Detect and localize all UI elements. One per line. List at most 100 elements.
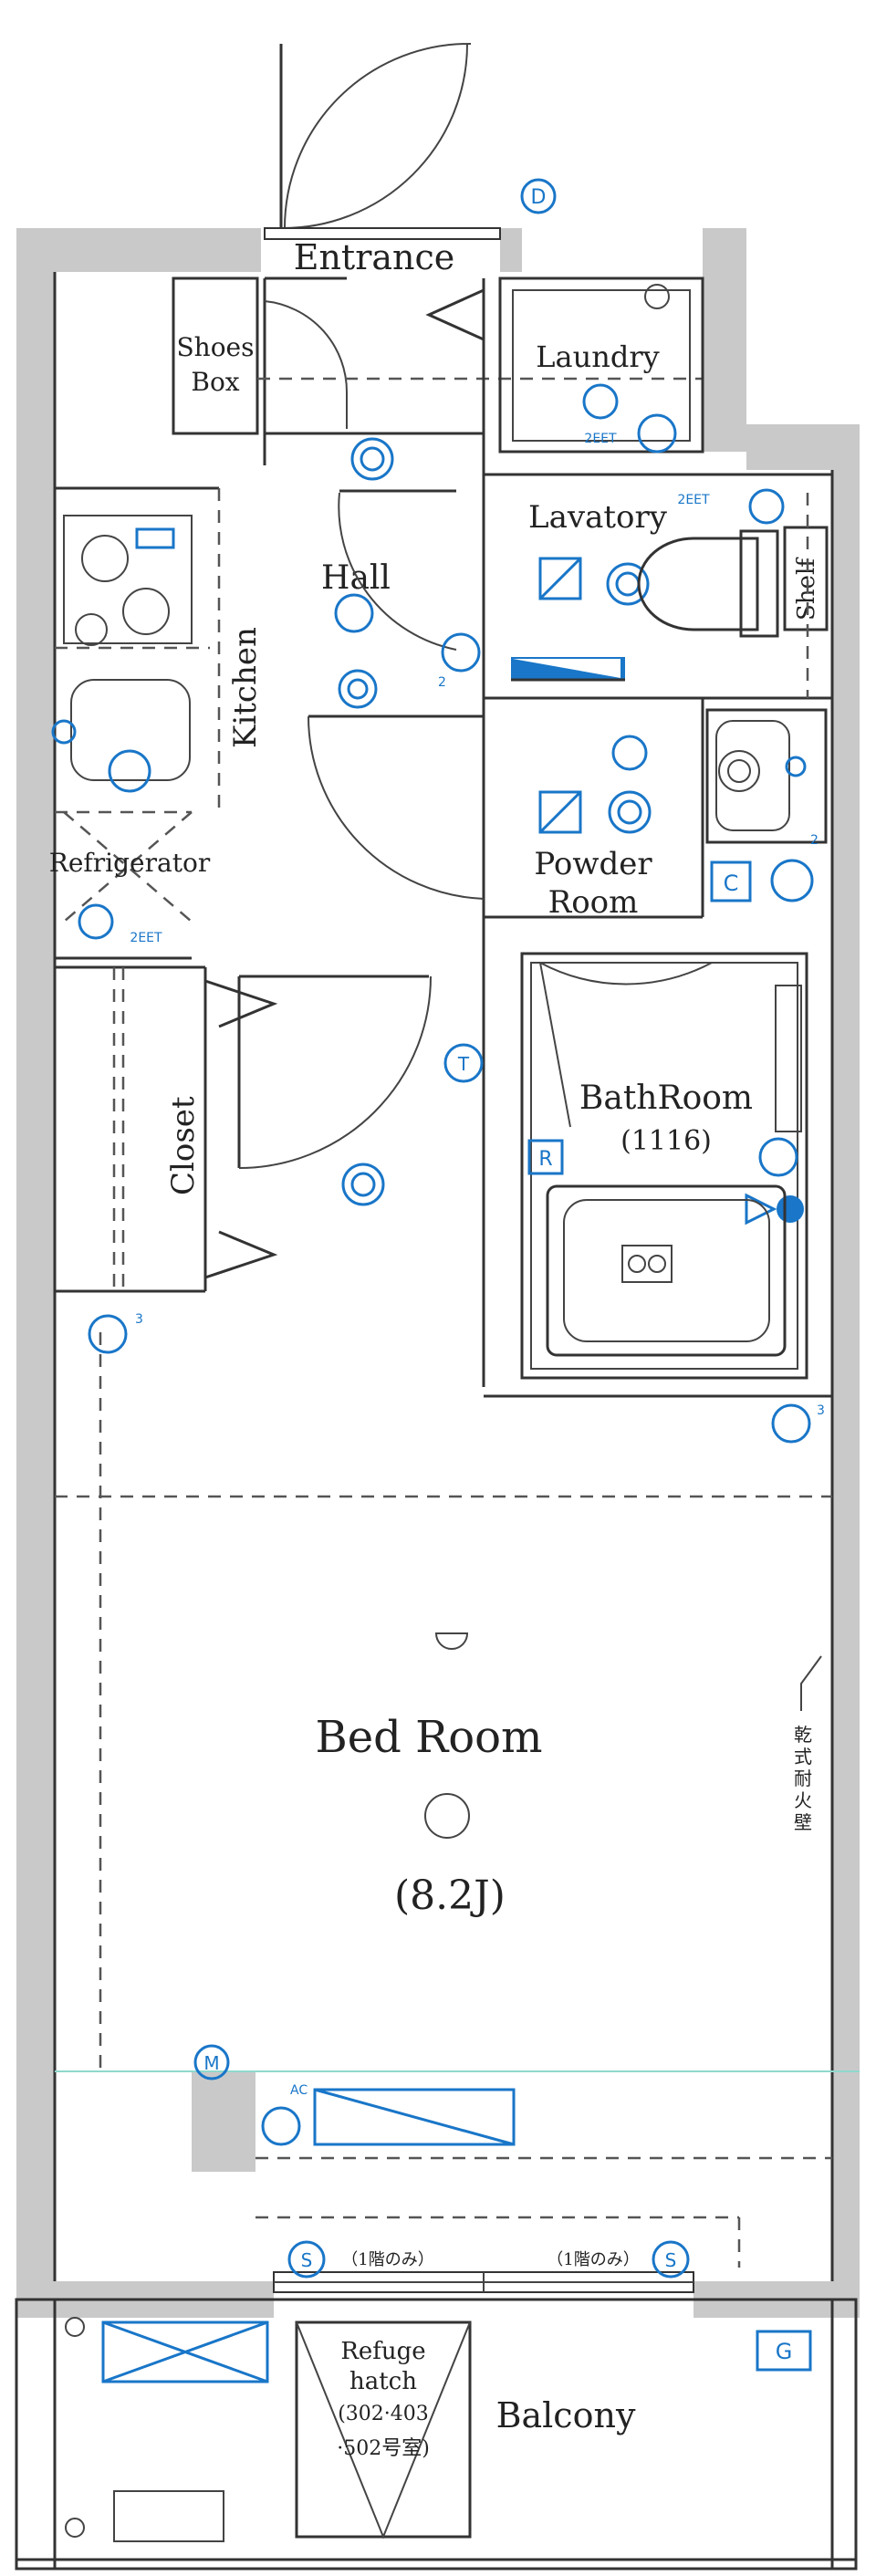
powder-vent-icon (538, 790, 582, 834)
bedroom-hall-light-icon (341, 1163, 385, 1206)
laundry-outlet-2-icon (637, 413, 677, 454)
closet-outlet-icon (88, 1314, 128, 1354)
northeast-wall-upper (703, 228, 746, 452)
shelf (783, 526, 829, 631)
ac-label: AC (290, 2083, 308, 2098)
balcony-outline (15, 2298, 858, 2571)
ac-outdoor-unit (101, 2320, 269, 2383)
toilet-tank-icon (739, 529, 779, 638)
svg-text:火: 火 (794, 1789, 812, 1811)
bath-door-swing (539, 962, 713, 986)
s-marker-left (287, 2240, 326, 2279)
entrance-door[interactable] (264, 42, 501, 240)
balcony-drain-1-icon (65, 2317, 85, 2337)
bathroom-unit-inner (530, 962, 798, 1370)
floor1-only-left: （1階のみ） (341, 2250, 433, 2269)
bath-valve-icon (745, 1193, 777, 1225)
west-wall (16, 228, 55, 2318)
closet-outlet-count: 3 (135, 1312, 143, 1327)
lavatory-eet-label: 2EET (677, 493, 710, 507)
t-marker (443, 1043, 484, 1083)
burner-2-icon (122, 588, 170, 635)
entrance-door-swing (284, 42, 472, 229)
shoes-box-label-1: Shoes (176, 332, 254, 362)
entrance-door-jamb (425, 288, 485, 341)
burner-1-icon (81, 535, 129, 582)
hall-outlet-icon (334, 593, 374, 633)
hall-door-swing (307, 715, 485, 900)
refrigerator-eet-label: 2EET (130, 931, 162, 945)
laundry-faucet-icon (644, 284, 670, 309)
kitchen-light-icon (108, 749, 151, 793)
laundry-pan-inner (512, 289, 691, 442)
bathtub-inner (563, 1199, 770, 1342)
laundry-area: Laundry 2EET (498, 276, 704, 454)
lavatory-vent-icon (538, 557, 582, 600)
fire-wall-leader (800, 1655, 822, 1711)
s-marker-right (652, 2240, 690, 2279)
refrigerator-label: Refrigerator (49, 848, 211, 878)
d-marker-label: D (531, 186, 547, 209)
bathroom-label: BathRoom (579, 1079, 753, 1117)
powder-room-label-1: Powder (534, 846, 652, 882)
refuge-hatch-label-3: (302·403 (338, 2403, 429, 2425)
lavatory-outlet-icon (748, 488, 785, 525)
d-marker: D (520, 178, 557, 214)
r-marker-label: R (538, 1148, 552, 1171)
balcony-storage (113, 2490, 224, 2542)
bath-door-leaf (539, 962, 571, 1128)
entrance-door-swing-arc (280, 43, 468, 230)
vanity (705, 708, 828, 844)
bedroom-door[interactable]: T (237, 975, 484, 1206)
g-marker (756, 2330, 812, 2372)
north-wall-mid (500, 228, 522, 272)
balcony-drain-2-icon (65, 2518, 85, 2538)
m-marker-label: M (203, 2052, 219, 2074)
laundry-outlet-icon (582, 383, 619, 420)
closet-door-upper (204, 979, 278, 1028)
bedroom-area: Bed Room (8.2J) 乾 式 耐 火 壁 M AC (55, 1332, 860, 2268)
hall-area: Hall 2 (307, 489, 485, 900)
entrance-area: Entrance Shoes Box (172, 237, 703, 481)
closet-label: Closet (165, 1096, 202, 1195)
burner-3-icon (75, 613, 108, 646)
svg-text:壁: 壁 (794, 1811, 812, 1833)
closet-door-lower (204, 1230, 278, 1279)
s-marker-left-label: S (301, 2249, 313, 2271)
s-marker-right-label: S (665, 2249, 677, 2271)
bedroom-ceiling-light-icon (434, 1632, 469, 1650)
toilet-bowl-icon (637, 537, 759, 631)
stove (63, 515, 193, 644)
bath-towel-rack (775, 985, 802, 1132)
bath-outlet-icon (758, 1137, 798, 1177)
stove-vent-icon (135, 527, 175, 549)
svg-text:式: 式 (794, 1746, 812, 1768)
powder-room-label-2: Room (548, 884, 639, 921)
powder-outlet-icon (611, 735, 648, 771)
entrance-light-icon (350, 437, 394, 481)
bathroom-wall-outlet-icon (771, 1403, 811, 1444)
bath-drain-icon (621, 1245, 673, 1283)
bathroom-size-label: (1116) (620, 1125, 712, 1157)
powder-outlet-2-icon (770, 859, 814, 902)
powder-room-area: Powder Room C 2 (484, 698, 828, 921)
shoes-box (172, 276, 259, 435)
balcony-area: Refuge hatch (302·403 ·502号室) Balcony G (15, 2298, 858, 2571)
lavatory-light-icon (606, 562, 650, 606)
bedroom-size-label: (8.2J) (394, 1872, 506, 1919)
shoes-box-label-2: Box (191, 367, 239, 397)
m-marker (193, 2044, 230, 2081)
r-marker (527, 1139, 564, 1175)
c-marker-label: C (724, 871, 739, 896)
kitchen-label: Kitchen (227, 627, 264, 748)
bedroom-door-swing (238, 975, 432, 1169)
svg-text:耐: 耐 (794, 1768, 812, 1789)
lavatory-area: Lavatory 2EET Shelf (482, 473, 832, 1387)
refuge-hatch-label-2: hatch (349, 2368, 417, 2395)
hall-switch-icon (441, 632, 481, 673)
kitchen-sink (70, 679, 191, 781)
lavatory-label: Lavatory (528, 499, 668, 536)
hall-switch-count: 2 (438, 675, 446, 690)
structural-column (192, 2071, 256, 2172)
